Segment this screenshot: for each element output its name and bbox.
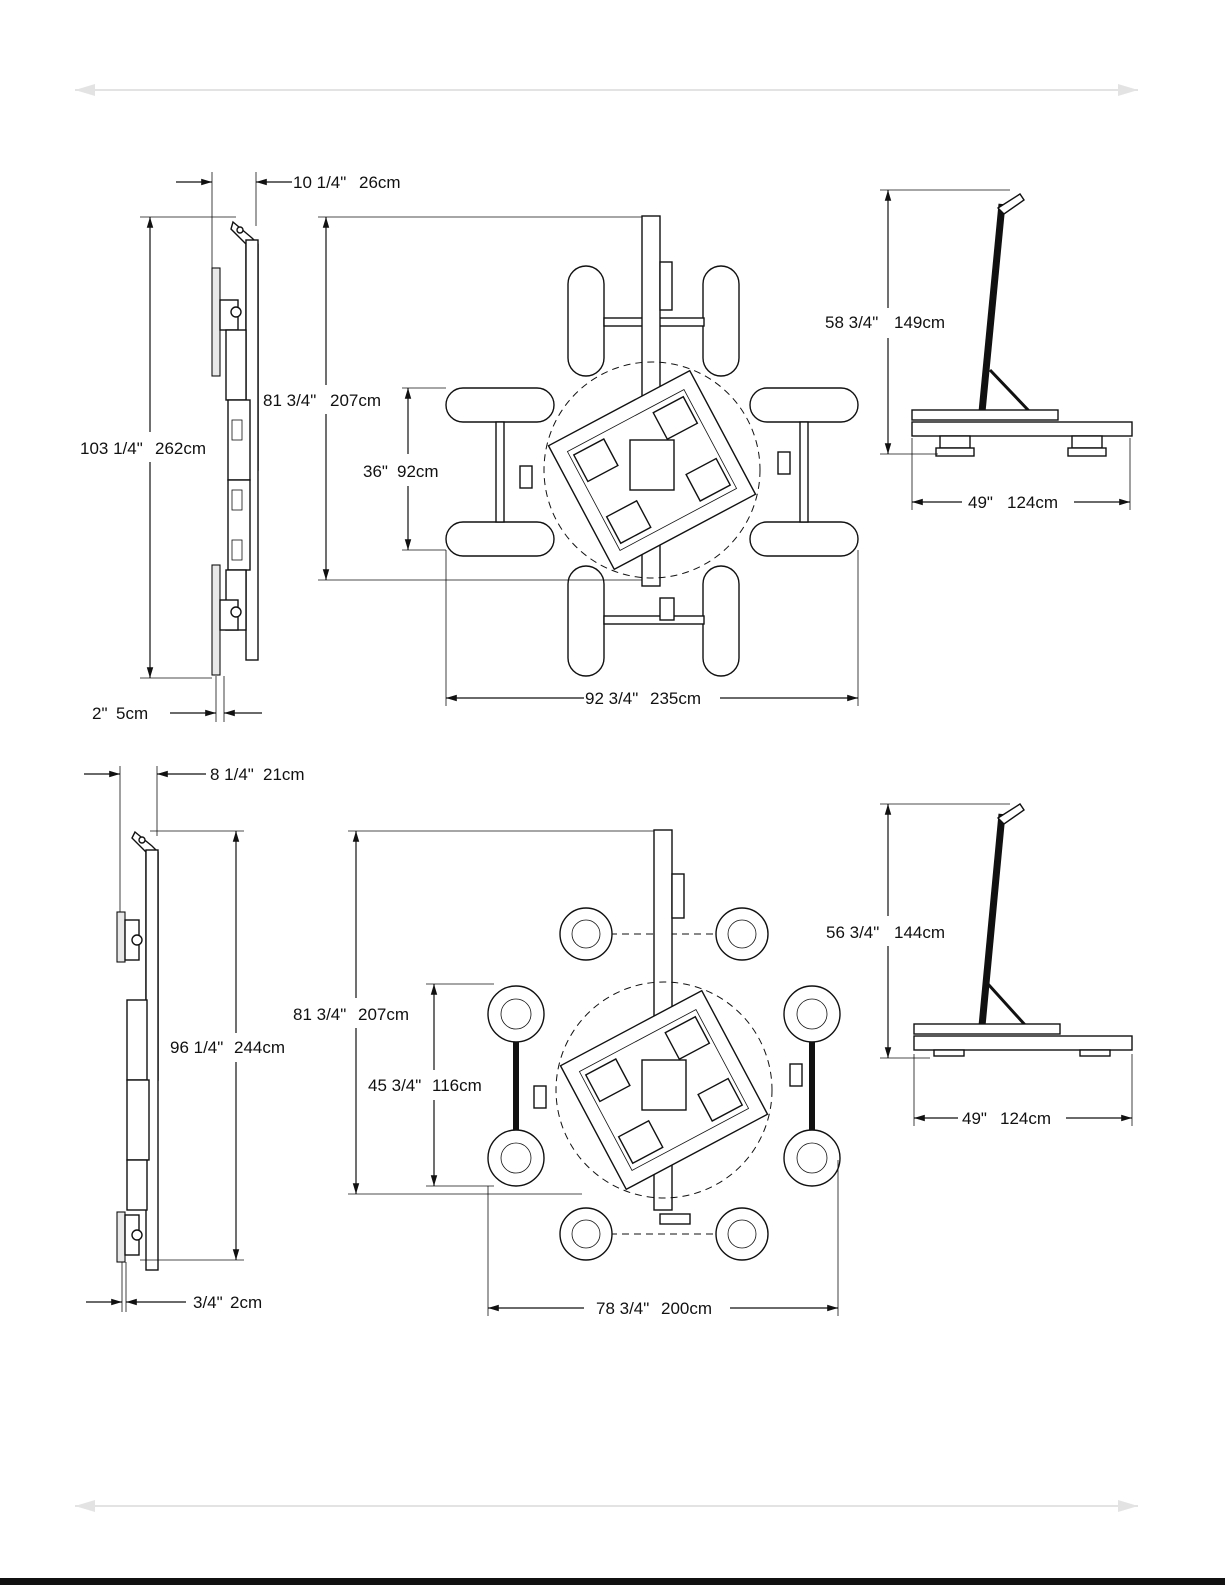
dim-label: 96 1/4" xyxy=(170,1038,223,1057)
dim-label: 149cm xyxy=(894,313,945,332)
side-view-bottom xyxy=(117,832,158,1270)
elevation-bottom xyxy=(914,804,1132,1056)
dim-label: 49" xyxy=(968,493,993,512)
dim-label: 200cm xyxy=(661,1299,712,1318)
dim-label: 78 3/4" xyxy=(596,1299,649,1318)
dim-label: 8 1/4" xyxy=(210,765,254,784)
plan-view-top xyxy=(446,216,858,676)
dim-label: 5cm xyxy=(116,704,148,723)
dim-label: 2cm xyxy=(230,1293,262,1312)
dim-label: 56 3/4" xyxy=(826,923,879,942)
dim-label: 49" xyxy=(962,1109,987,1128)
dim-label: 144cm xyxy=(894,923,945,942)
dim-label: 235cm xyxy=(650,689,701,708)
dim-label: 92 3/4" xyxy=(585,689,638,708)
dim-label: 3/4" xyxy=(193,1293,223,1312)
dim-label: 124cm xyxy=(1000,1109,1051,1128)
dim-label: 58 3/4" xyxy=(825,313,878,332)
dim-label: 45 3/4" xyxy=(368,1076,421,1095)
dim-label: 26cm xyxy=(359,173,401,192)
dim-label: 2" xyxy=(92,704,108,723)
dim-label: 36" xyxy=(363,462,388,481)
dim-label: 10 1/4" xyxy=(293,173,346,192)
dim-label: 81 3/4" xyxy=(293,1005,346,1024)
dim-label: 244cm xyxy=(234,1038,285,1057)
plan-view-bottom xyxy=(488,830,840,1260)
dim-label: 124cm xyxy=(1007,493,1058,512)
dim-label: 21cm xyxy=(263,765,305,784)
dim-label: 81 3/4" xyxy=(263,391,316,410)
dim-label: 92cm xyxy=(397,462,439,481)
dim-label: 207cm xyxy=(358,1005,409,1024)
dim-label: 262cm xyxy=(155,439,206,458)
dim-label: 207cm xyxy=(330,391,381,410)
dim-label: 116cm xyxy=(432,1076,482,1095)
bottom-border-bar xyxy=(0,1578,1225,1585)
side-view-top xyxy=(212,222,258,675)
dim-label: 103 1/4" xyxy=(80,439,143,458)
